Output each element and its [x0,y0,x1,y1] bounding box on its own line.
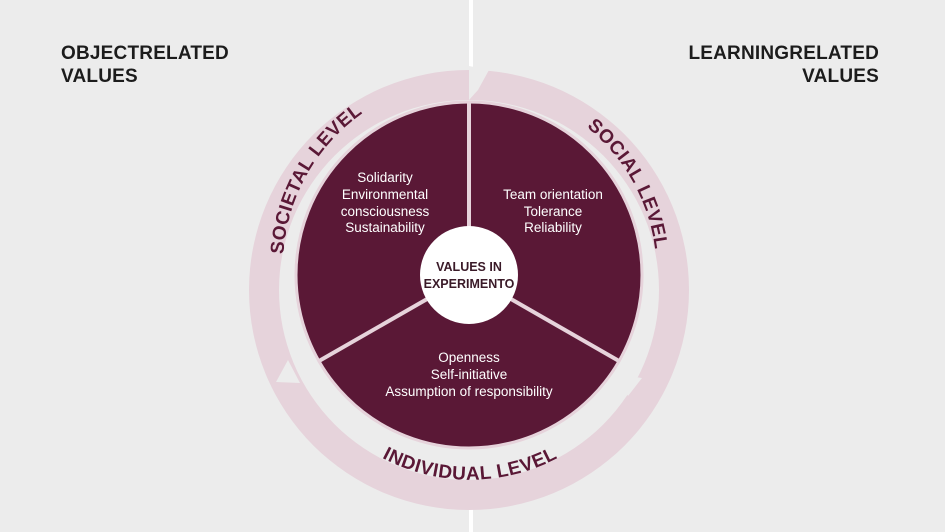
ring-notch-right [620,375,642,396]
societal-value-1: Solidarity [357,170,413,185]
social-value-1: Team orientation [503,187,603,202]
learningrelated-values-heading: LEARNINGRELATED VALUES [688,42,879,88]
individual-value-2: Self-initiative [431,367,508,382]
heading-left-line-2: VALUES [61,66,138,87]
societal-value-3: consciousness [341,204,430,219]
individual-value-1: Openness [438,350,500,365]
ring-notch-left [276,360,300,383]
heading-right-line-1: LEARNINGRELATED [688,43,879,64]
societal-value-2: Environmental [342,187,428,202]
center-label-line-2: EXPERIMENTO [424,277,515,291]
heading-left-line-1: OBJECTRELATED [61,43,229,64]
heading-right-line-2: VALUES [802,66,879,87]
center-label-line-1: VALUES IN [436,260,502,274]
ring-notch-top [469,66,489,100]
social-value-2: Tolerance [524,204,583,219]
societal-value-4: Sustainability [345,220,425,235]
individual-value-3: Assumption of responsibility [385,384,553,399]
objectrelated-values-heading: OBJECTRELATED VALUES [61,42,229,88]
segments-disc [294,100,644,450]
social-value-3: Reliability [524,220,582,235]
center-circle [420,226,518,324]
